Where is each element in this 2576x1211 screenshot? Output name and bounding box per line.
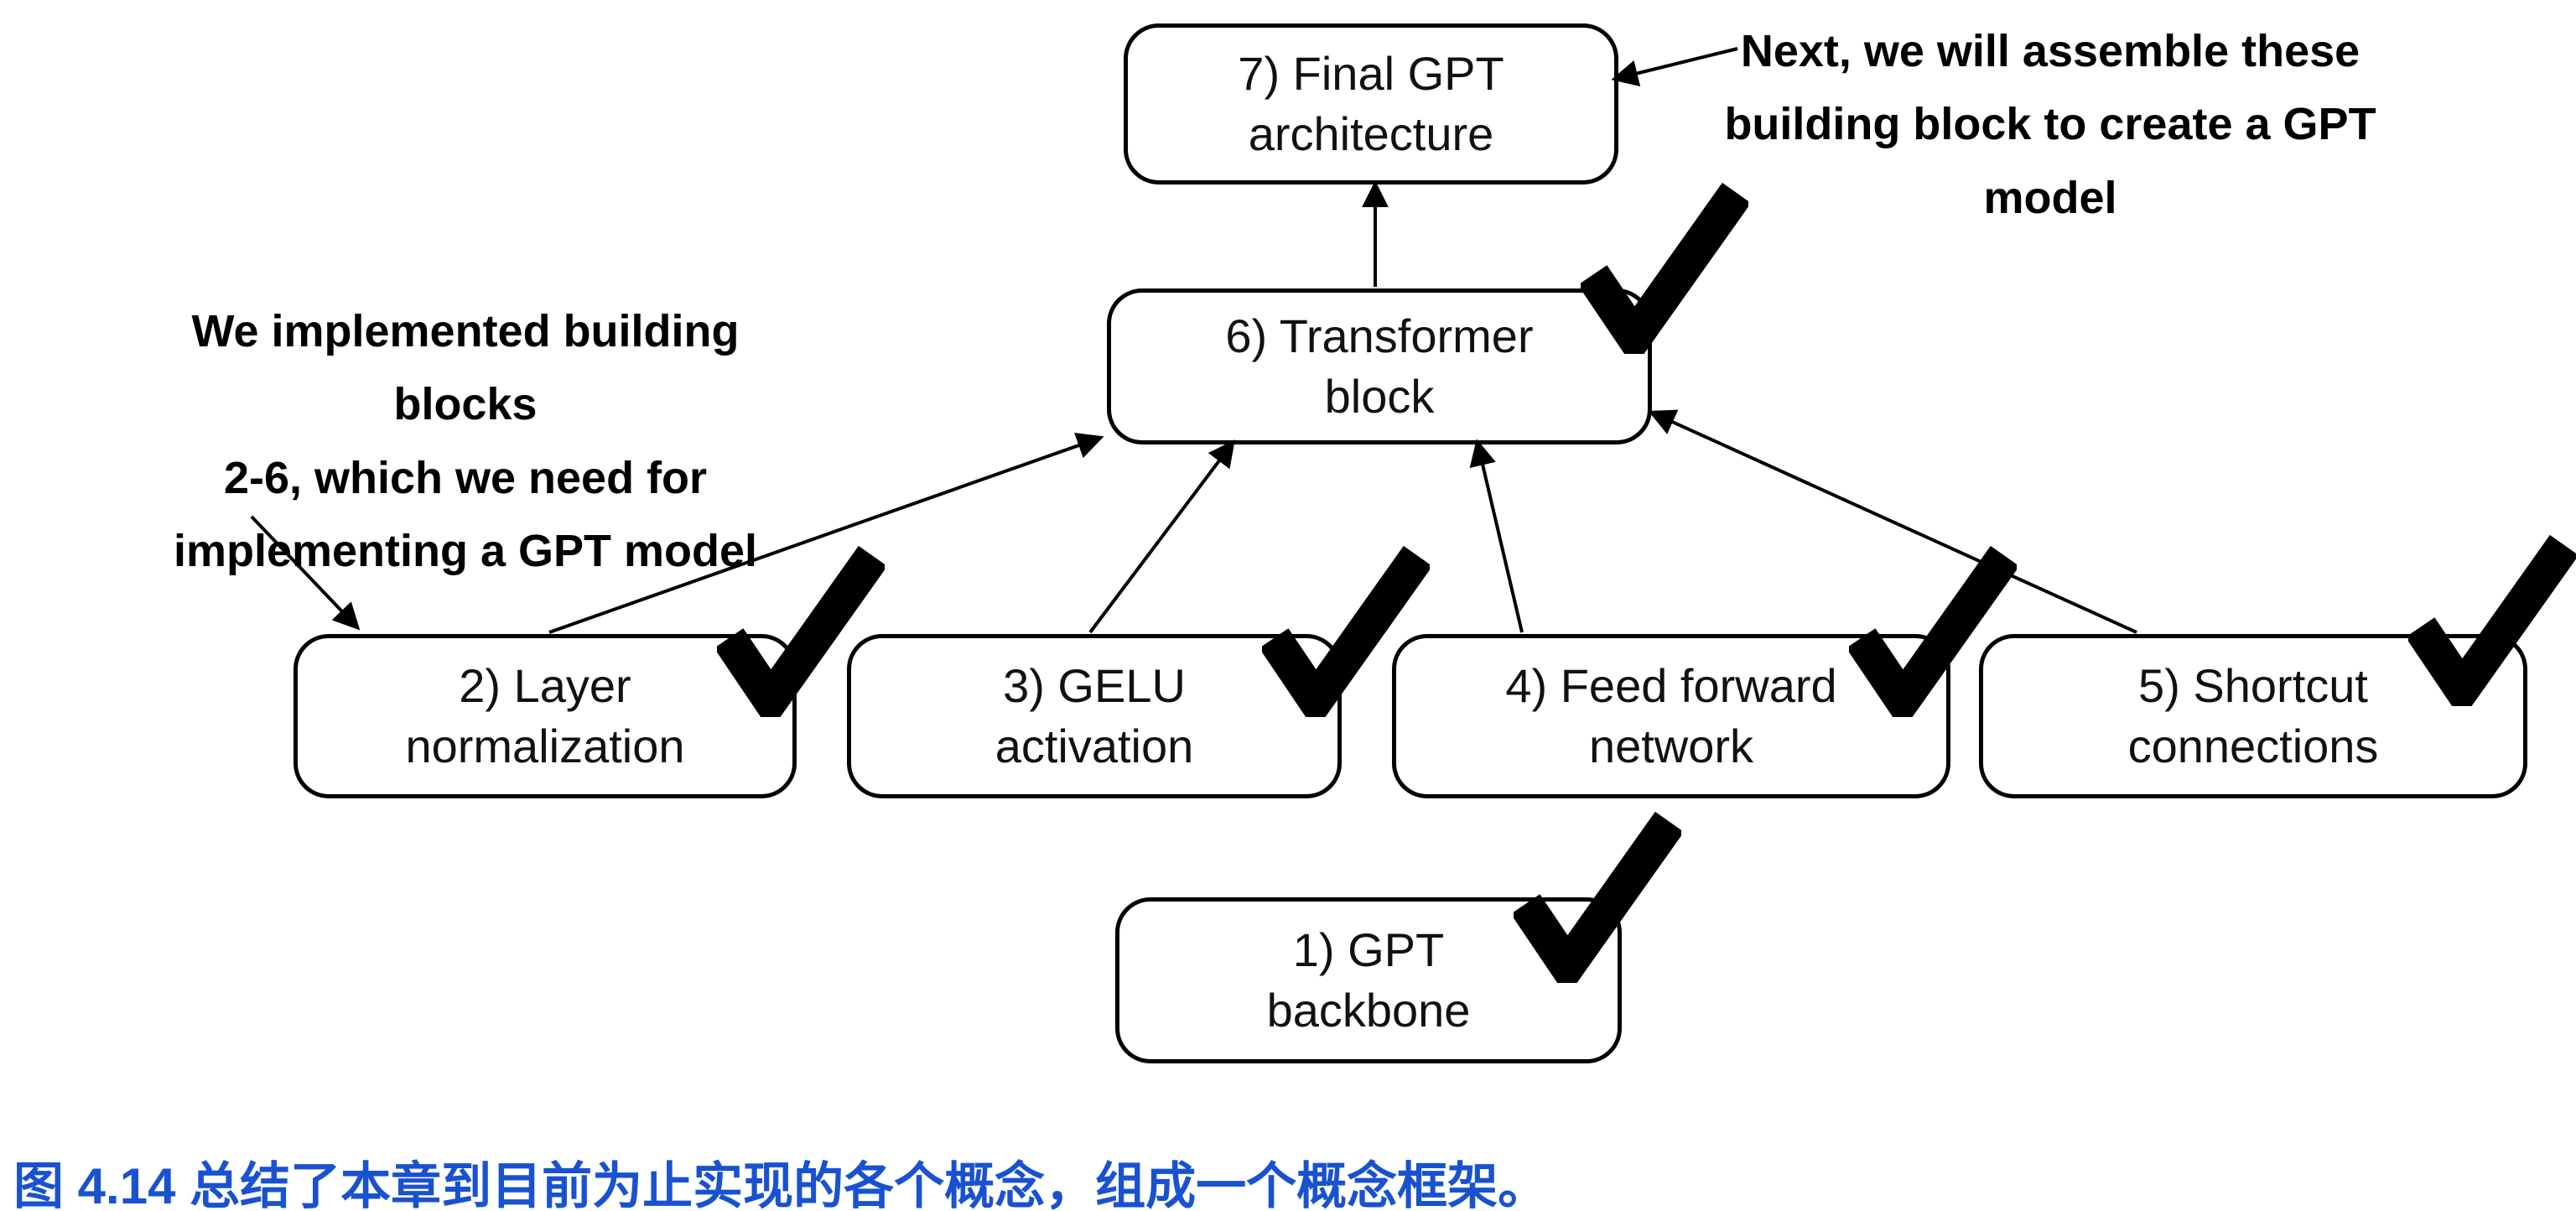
node-gpt-backbone: 1) GPT backbone — [1115, 897, 1622, 1063]
arrow-shortcut-to-transformer — [1648, 409, 2137, 634]
node-final-gpt-architecture: 7) Final GPT architecture — [1124, 23, 1618, 185]
figure-caption: 图 4.14 总结了本章到目前为止实现的各个概念，组成一个概念框架。 — [13, 1158, 1549, 1211]
annotation-line: model — [1983, 172, 2117, 223]
arrow-rightnote-to-final — [1611, 47, 1738, 87]
annotation-implemented-blocks: We implemented building blocks 2-6, whic… — [117, 295, 813, 589]
node-feed-forward-network: 4) Feed forward network — [1392, 634, 1950, 798]
node-layer-normalization: 2) Layer normalization — [293, 634, 797, 798]
annotation-line: 2-6, which we need for — [223, 452, 708, 503]
annotation-line: Next, we will assemble these — [1740, 26, 2360, 76]
annotation-next-assemble: Next, we will assemble these building bl… — [1723, 15, 2377, 235]
arrow-feedforward-to-transformer — [1469, 439, 1524, 633]
annotation-line: building block to create a GPT — [1724, 99, 2376, 150]
annotation-line: We implemented building blocks — [191, 306, 740, 430]
arrow-gelu-to-transformer — [1088, 439, 1235, 634]
annotation-line: implementing a GPT model — [173, 526, 758, 577]
node-gelu-activation: 3) GELU activation — [847, 634, 1342, 798]
node-shortcut-connections: 5) Shortcut connections — [1979, 634, 2527, 798]
node-transformer-block: 6) Transformer block — [1107, 288, 1652, 444]
